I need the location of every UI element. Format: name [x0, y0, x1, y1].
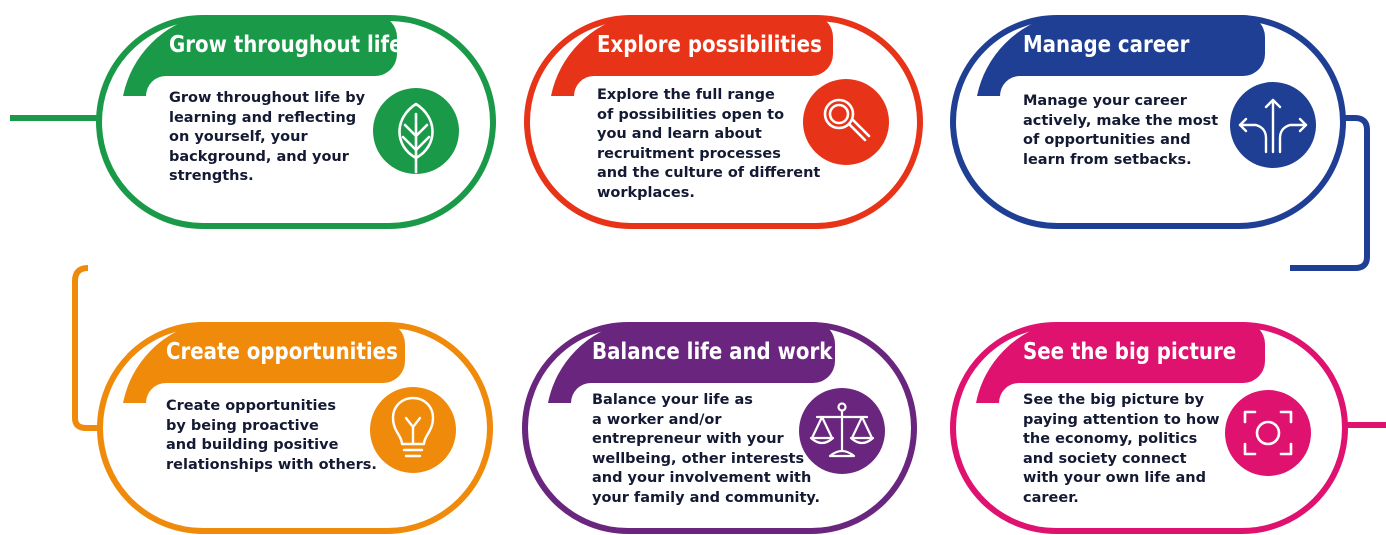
step-picture-title: See the big picture: [1023, 339, 1237, 365]
step-manage-title: Manage career: [1023, 32, 1190, 58]
step-manage-banner: [977, 15, 1265, 96]
description-line: learning and reflecting: [169, 109, 357, 126]
description-line: See the big picture by: [1023, 392, 1205, 408]
description-line: Create opportunities: [166, 398, 336, 414]
step-create-description: Create opportunities by being proactive …: [166, 397, 377, 475]
description-line: with your own life and: [1023, 470, 1206, 486]
description-line: wellbeing, other interests: [592, 450, 805, 467]
description-line: and your involvement with: [592, 470, 812, 486]
focus-frame-icon-circle: [1225, 390, 1311, 476]
description-line: and the culture of different: [597, 165, 821, 181]
description-line: the economy, politics: [1023, 431, 1198, 447]
description-line: workplaces.: [597, 184, 695, 201]
description-line: on yourself, your: [169, 129, 308, 145]
step-balance: [522, 322, 917, 534]
description-line: you and learn about: [597, 126, 762, 142]
leaf-icon: [398, 102, 434, 174]
description-line: learn from setbacks.: [1023, 151, 1192, 168]
connector-manage-create-right: [1290, 115, 1370, 271]
step-grow-banner: [123, 15, 397, 96]
step-create-banner: [123, 322, 405, 403]
step-balance-description: Balance your life as a worker and/or ent…: [592, 391, 820, 508]
step-picture-description: See the big picture by paying attention …: [1023, 391, 1220, 508]
step-grow-description: Grow throughout life by learning and ref…: [169, 89, 365, 187]
description-line: by being proactive: [166, 417, 319, 434]
split-arrows-icon: [1238, 98, 1308, 154]
step-manage-description: Manage your career actively, make the mo…: [1023, 92, 1218, 170]
step-explore-description: Explore the full range of possibilities …: [597, 86, 820, 203]
description-line: entrepreneur with your: [592, 431, 784, 447]
description-line: Balance your life as: [592, 392, 753, 408]
description-line: and building positive: [166, 437, 339, 453]
step-manage: [950, 15, 1346, 229]
magnifier-icon-circle: [803, 79, 889, 165]
magnifier-icon: [823, 98, 871, 142]
step-grow: [96, 15, 496, 229]
description-line: strengths.: [169, 168, 254, 184]
description-line: Grow throughout life by: [169, 90, 366, 106]
step-balance-title: Balance life and work: [592, 339, 833, 365]
description-line: background, and your: [169, 148, 349, 165]
description-line: career.: [1023, 489, 1079, 506]
step-explore: [524, 15, 923, 229]
focus-frame-icon: [1243, 410, 1293, 456]
scales-icon: [809, 402, 875, 458]
step-picture: [950, 322, 1348, 534]
step-create-title: Create opportunities: [166, 339, 398, 365]
description-line: of opportunities and: [1023, 132, 1191, 148]
description-line: Manage your career: [1023, 93, 1187, 109]
description-line: of possibilities open to: [597, 106, 785, 123]
step-explore-title: Explore possibilities: [597, 32, 822, 58]
description-line: your family and community.: [592, 489, 821, 506]
step-grow-title: Grow throughout life: [169, 32, 403, 58]
step-balance-banner: [548, 322, 835, 403]
description-line: relationships with others.: [166, 456, 377, 473]
description-line: Explore the full range: [597, 87, 775, 103]
description-line: a worker and/or: [592, 411, 722, 428]
description-line: recruitment processes: [597, 145, 781, 162]
step-picture-banner: [976, 322, 1265, 403]
description-line: and society connect: [1023, 450, 1187, 467]
description-line: paying attention to how: [1023, 411, 1220, 428]
lightbulb-icon: [391, 396, 435, 458]
step-explore-banner: [551, 15, 833, 96]
description-line: actively, make the most: [1023, 112, 1219, 129]
connector-manage-create-left: [72, 265, 102, 431]
step-create: [97, 322, 493, 534]
